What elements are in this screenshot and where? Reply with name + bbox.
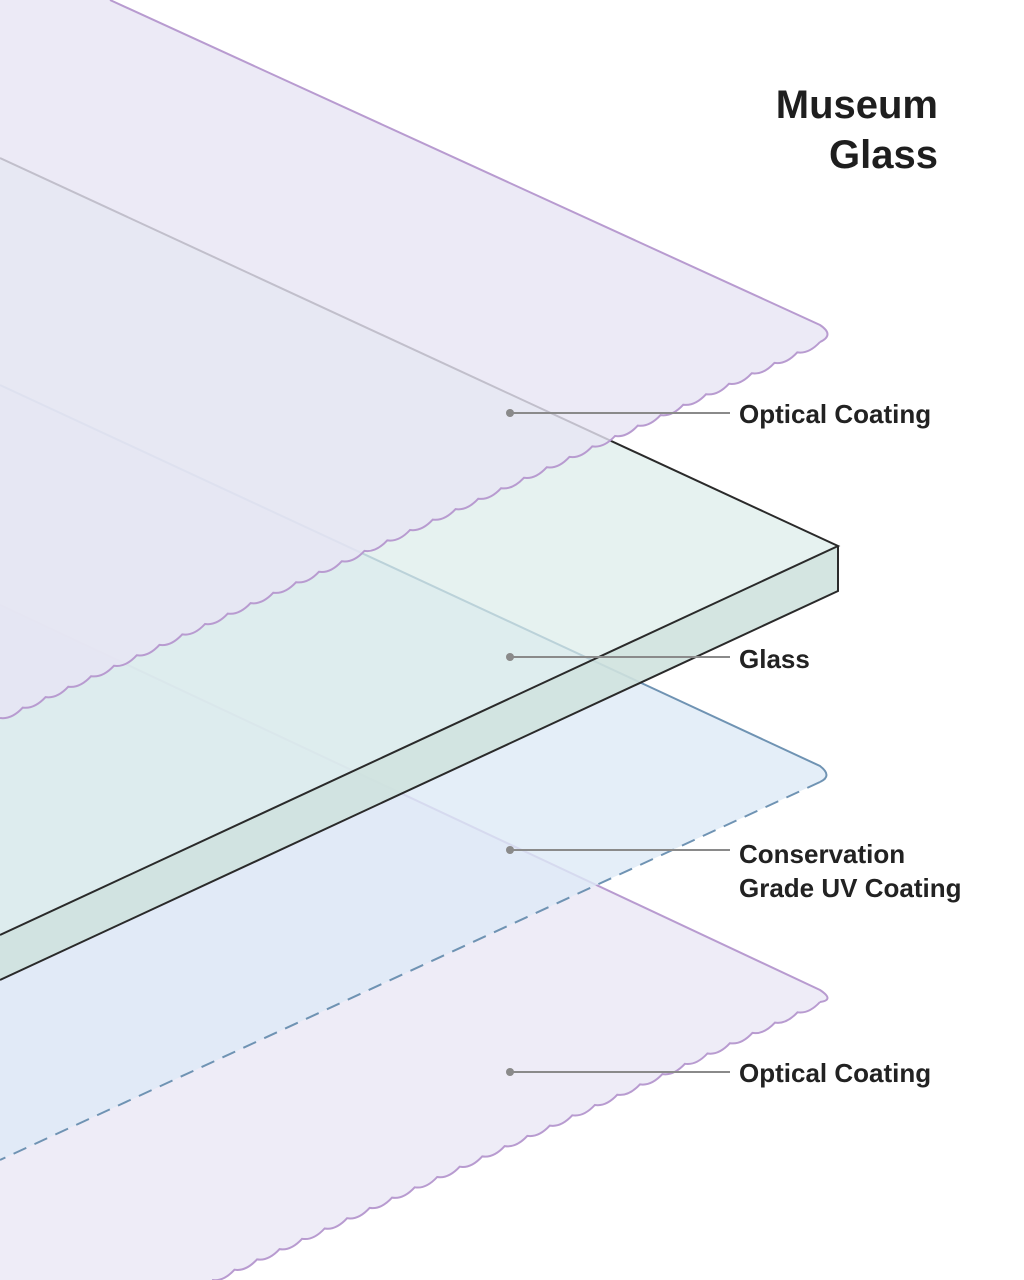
uv-coating-dashed-edge — [0, 781, 821, 1161]
top-optical-coating-wavy-edge — [0, 341, 821, 720]
label-top-optical-coating: Optical Coating — [739, 399, 931, 429]
bottom-optical-coating-wavy-edge — [212, 1001, 821, 1280]
leader-bottom-optical-coating — [506, 1068, 730, 1076]
label-glass: Glass — [739, 644, 810, 674]
title-line-1: Museum — [776, 83, 938, 127]
leader-glass — [506, 653, 730, 661]
label-uv-coating-line-1: Conservation — [739, 839, 905, 869]
uv-coating-back-edge — [0, 384, 828, 783]
top-optical-coating-back-edge — [109, 0, 829, 343]
bottom-optical-coating-back-edge — [0, 604, 829, 1003]
leader-top-optical-coating — [506, 409, 730, 417]
top-optical-coating-layer — [0, 0, 828, 719]
leader-uv-coating — [506, 846, 730, 854]
label-uv-coating-line-2: Grade UV Coating — [739, 873, 961, 903]
glass-side-face — [0, 546, 838, 980]
title-line-2: Glass — [829, 133, 938, 177]
label-bottom-optical-coating: Optical Coating — [739, 1058, 931, 1088]
